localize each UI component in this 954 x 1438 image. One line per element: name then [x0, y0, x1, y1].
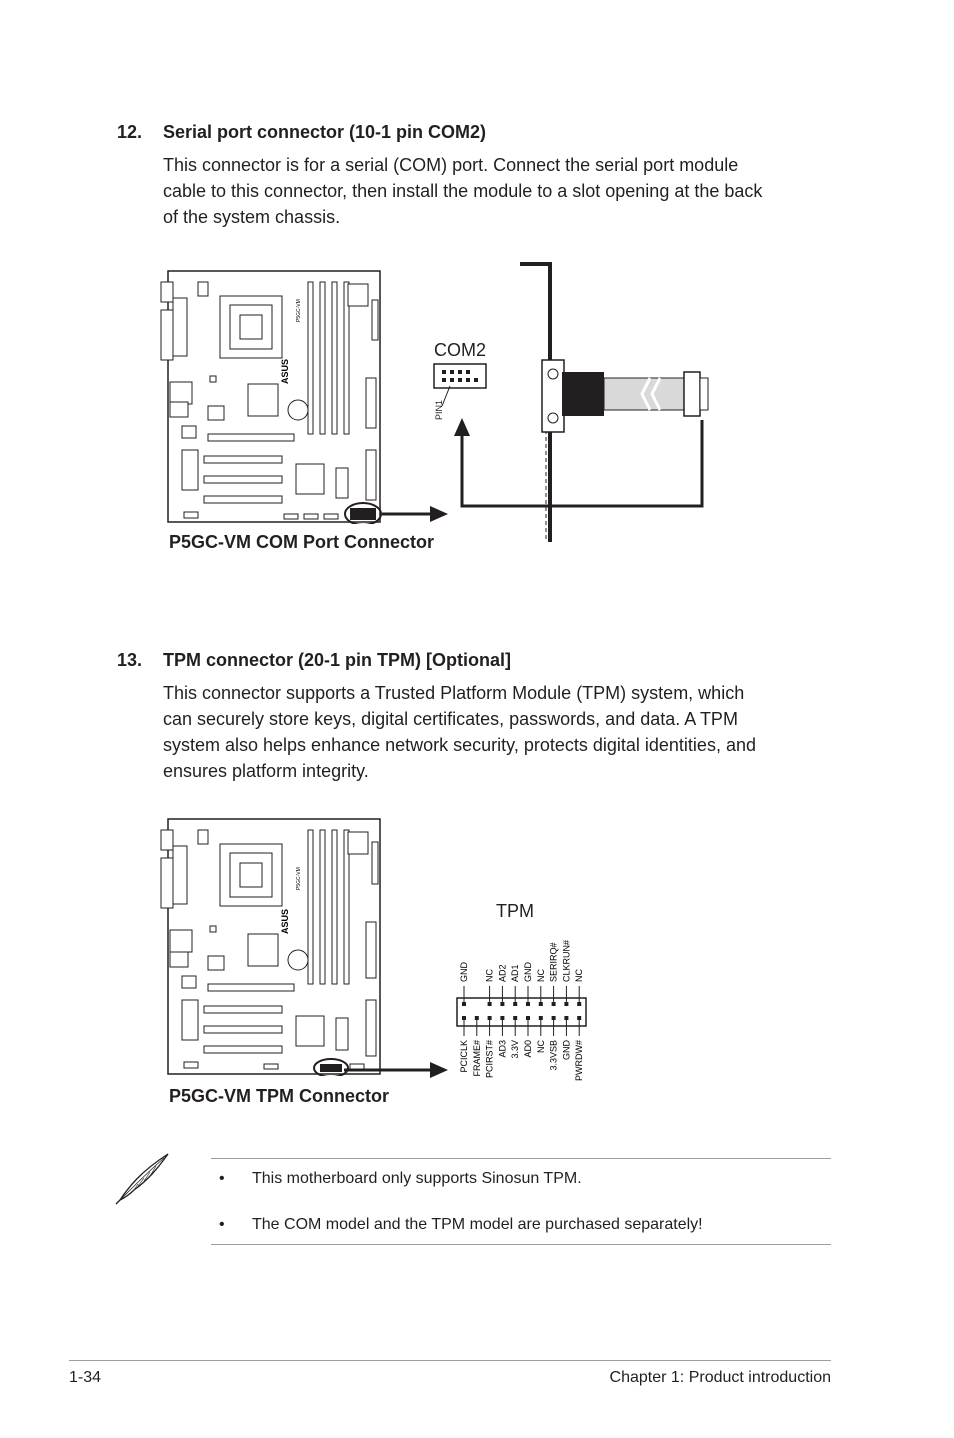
note-bullet-1: • [219, 1170, 225, 1187]
tpm-bottom-pin-label: 3.3V [510, 1040, 520, 1059]
tpm-pinout-diagram [456, 986, 587, 1036]
section-13-line-1: This connector supports a Trusted Platfo… [163, 683, 745, 703]
page-number: 1-34 [69, 1369, 102, 1386]
note-item-1: This motherboard only supports Sinosun T… [252, 1170, 582, 1187]
tpm-bottom-pin-label: PWRDW# [574, 1040, 584, 1081]
pin1-leader-line [441, 385, 451, 407]
note-bullet-2: • [219, 1216, 225, 1233]
tpm-top-pin-label: NC [485, 969, 495, 982]
board-label: P5GC-VM [296, 299, 302, 322]
tpm-caption: P5GC-VM TPM Connector [169, 1086, 390, 1106]
section-13-line-2: can securely store keys, digital certifi… [163, 709, 738, 729]
serial-module-illustration [454, 262, 709, 542]
section-12-title: Serial port connector (10-1 pin COM2) [163, 122, 487, 142]
tpm-top-pin-label: CLKRUN# [561, 940, 571, 982]
motherboard-diagram-tpm: P5GC-VM ASUS [160, 818, 381, 1076]
tpm-bottom-pin-label: GND [561, 1040, 571, 1061]
tpm-label: TPM [496, 901, 534, 921]
asus-logo: ASUS [280, 359, 290, 384]
section-13-number: 13. [117, 650, 143, 670]
section-12-line-1: This connector is for a serial (COM) por… [163, 155, 739, 175]
tpm-top-pin-label: NC [536, 969, 546, 982]
tpm-top-pin-label: AD1 [510, 964, 520, 982]
chapter-title: Chapter 1: Product introduction [609, 1369, 831, 1386]
tpm-bottom-pin-label: FRAME# [472, 1040, 482, 1077]
com-caption: P5GC-VM COM Port Connector [169, 532, 435, 552]
tpm-bottom-pin-label: PCIRST# [485, 1040, 495, 1078]
tpm-bottom-pin-label: AD3 [497, 1040, 507, 1058]
footer-rule [69, 1360, 831, 1361]
note-top-rule [211, 1158, 831, 1159]
note-item-2: The COM model and the TPM model are purc… [252, 1216, 703, 1233]
tpm-top-pin-label: AD2 [497, 964, 507, 982]
tpm-top-pin-label: GND [459, 962, 469, 983]
tpm-top-pin-label: GND [523, 962, 533, 983]
quill-note-icon [115, 1153, 169, 1205]
note-bottom-rule [211, 1244, 831, 1245]
section-12-line-3: of the system chassis. [163, 207, 341, 227]
tpm-bottom-pin-label: PCICLK [459, 1040, 469, 1073]
section-13-line-4: ensures platform integrity. [163, 761, 369, 781]
section-13-line-3: system also helps enhance network securi… [163, 735, 756, 755]
com-pointer-arrow [382, 506, 448, 522]
tpm-bottom-pin-label: 3.3VSB [549, 1040, 559, 1071]
tpm-top-pin-label: NC [574, 969, 584, 982]
asus-logo: ASUS [280, 909, 290, 934]
section-12-number: 12. [117, 122, 143, 142]
com2-label: COM2 [434, 340, 487, 360]
tpm-top-pin-label: SERIRQ# [549, 942, 559, 982]
motherboard-diagram-com: P5GC-VM ASUS [160, 270, 382, 524]
tpm-bottom-pin-label: AD0 [523, 1040, 533, 1058]
tpm-bottom-pin-label: NC [536, 1040, 546, 1053]
board-label: P5GC-VM [296, 867, 302, 890]
section-13-title: TPM connector (20-1 pin TPM) [Optional] [163, 650, 511, 670]
tpm-pointer-arrow [344, 1062, 448, 1078]
section-12-paragraph: This connector is for a serial (COM) por… [163, 152, 863, 230]
com2-header-diagram [433, 363, 487, 389]
section-12-line-2: cable to this connector, then install th… [163, 181, 763, 201]
section-13-paragraph: This connector supports a Trusted Platfo… [163, 680, 863, 784]
